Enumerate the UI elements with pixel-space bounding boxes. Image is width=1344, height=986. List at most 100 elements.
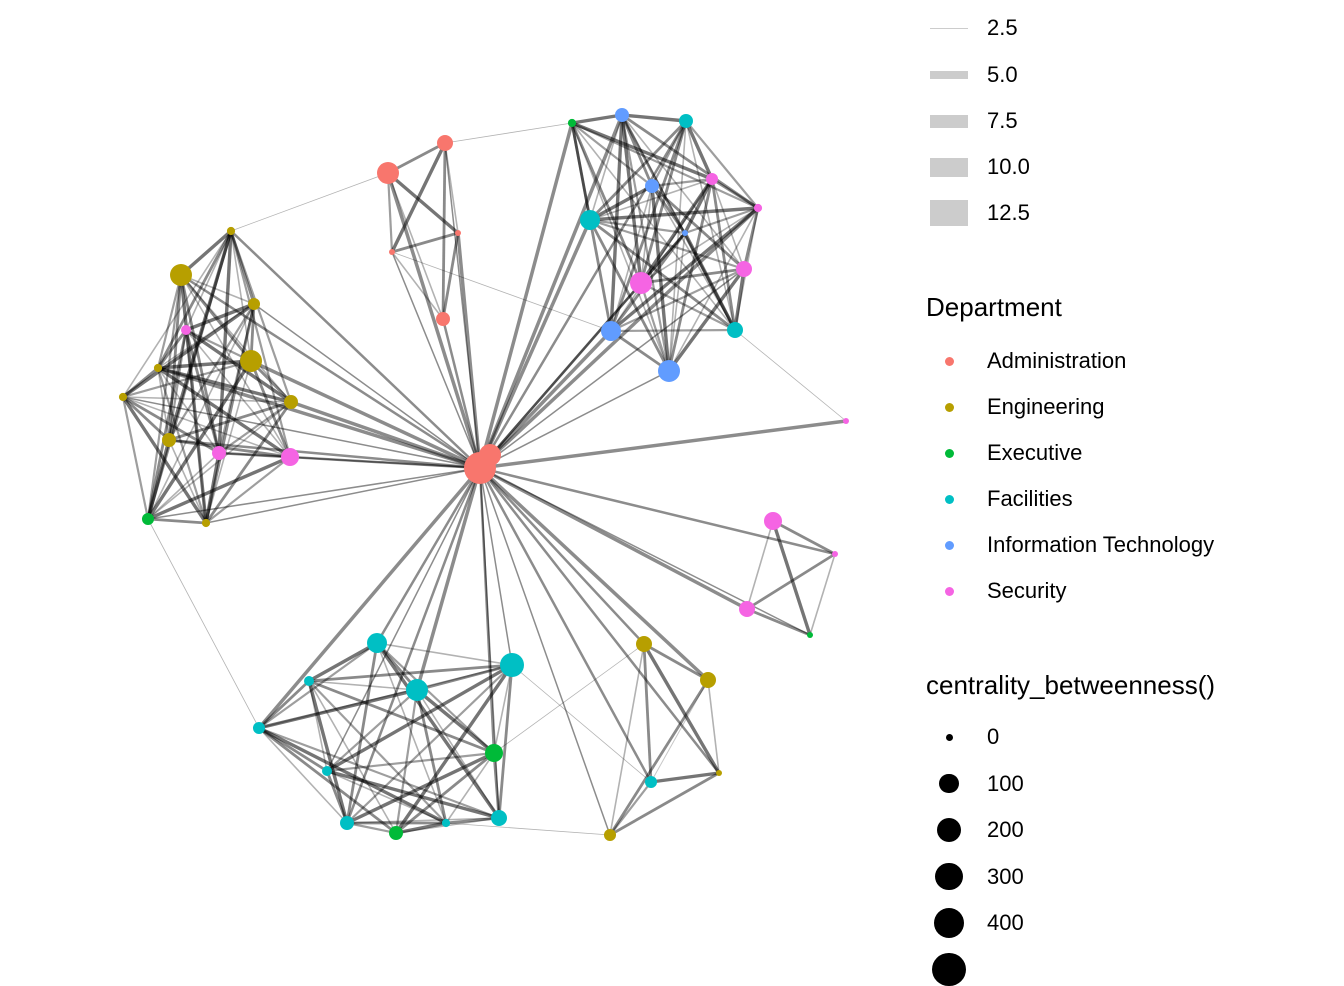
edge bbox=[253, 303, 481, 469]
department-legend-item: Facilities bbox=[930, 484, 1073, 514]
edge bbox=[707, 679, 720, 774]
edge bbox=[571, 122, 653, 187]
edge bbox=[478, 206, 760, 470]
edge bbox=[668, 207, 759, 372]
edge bbox=[395, 751, 495, 835]
edge bbox=[479, 370, 670, 469]
edge bbox=[146, 329, 188, 520]
node-facilities bbox=[406, 679, 428, 701]
edge bbox=[376, 642, 495, 754]
node-engineering bbox=[240, 350, 262, 372]
edge bbox=[746, 552, 836, 611]
edge-width-legend-item: 5.0 bbox=[930, 60, 1018, 90]
edge bbox=[180, 273, 481, 470]
edge bbox=[185, 329, 252, 362]
edge bbox=[588, 120, 688, 221]
node-facilities bbox=[322, 766, 332, 776]
edge bbox=[376, 642, 513, 666]
edge bbox=[167, 230, 233, 441]
edge bbox=[185, 329, 207, 524]
edge bbox=[493, 664, 513, 754]
edge bbox=[217, 230, 233, 454]
edge bbox=[386, 172, 482, 469]
edge bbox=[609, 643, 645, 836]
edge bbox=[146, 274, 183, 520]
edge bbox=[589, 218, 686, 235]
edge-width-legend-item: 2.5 bbox=[930, 13, 1018, 43]
department-swatch-icon bbox=[930, 494, 968, 504]
edge bbox=[345, 467, 482, 824]
edge bbox=[258, 726, 397, 835]
edge bbox=[668, 120, 687, 372]
edge-width-legend-item: 7.5 bbox=[930, 106, 1018, 136]
edge bbox=[651, 177, 713, 188]
size-legend-item: 0 bbox=[930, 722, 999, 752]
size-swatch-icon bbox=[930, 773, 968, 794]
edge bbox=[642, 643, 721, 774]
node-executive bbox=[389, 826, 403, 840]
edge bbox=[218, 452, 481, 469]
edge bbox=[621, 114, 686, 234]
edge bbox=[571, 122, 670, 372]
edge bbox=[711, 178, 745, 270]
node-engineering bbox=[635, 635, 653, 653]
node-engineering bbox=[170, 264, 192, 286]
edge bbox=[157, 366, 291, 459]
node-executive bbox=[567, 118, 577, 128]
edge bbox=[157, 366, 481, 470]
edge bbox=[479, 466, 836, 556]
department-legend-item: Security bbox=[930, 576, 1066, 606]
edge bbox=[478, 219, 592, 469]
department-swatch-icon bbox=[930, 586, 968, 596]
node-security bbox=[181, 325, 191, 335]
department-swatch-icon bbox=[930, 402, 968, 412]
edge bbox=[157, 366, 292, 404]
department-label: Administration bbox=[987, 348, 1127, 373]
size-legend-item: 300 bbox=[930, 862, 1024, 892]
edge bbox=[307, 680, 349, 824]
edge bbox=[168, 400, 292, 442]
edge bbox=[326, 751, 495, 773]
edge-width-label: 12.5 bbox=[987, 200, 1030, 225]
edge bbox=[205, 467, 481, 524]
edge bbox=[571, 121, 713, 181]
edge bbox=[571, 113, 623, 125]
edge bbox=[184, 329, 221, 454]
edge bbox=[122, 396, 291, 458]
node-engineering bbox=[162, 433, 176, 447]
edge bbox=[122, 230, 232, 398]
edge bbox=[308, 679, 495, 755]
edge bbox=[326, 770, 447, 824]
edge bbox=[258, 726, 500, 820]
network-graph bbox=[118, 108, 849, 842]
edge bbox=[640, 267, 745, 285]
edge bbox=[589, 184, 653, 222]
edge-width-label: 7.5 bbox=[987, 108, 1018, 133]
edge bbox=[258, 726, 447, 825]
node-security bbox=[753, 203, 763, 213]
size-legend-item: 200 bbox=[930, 815, 1024, 845]
edge bbox=[179, 229, 233, 277]
edge bbox=[168, 438, 291, 459]
edge-width-swatch bbox=[930, 200, 968, 226]
department-label: Information Technology bbox=[987, 532, 1215, 557]
edge bbox=[610, 268, 745, 332]
edge-width-swatch bbox=[930, 157, 968, 177]
edge bbox=[415, 467, 482, 691]
node-security bbox=[763, 511, 783, 531]
size-label: 400 bbox=[987, 910, 1024, 935]
edge bbox=[258, 688, 418, 730]
edge bbox=[308, 680, 447, 824]
size-legend-item bbox=[930, 952, 968, 986]
node-administration bbox=[389, 249, 395, 255]
edge bbox=[571, 121, 759, 210]
edge-width-label: 10.0 bbox=[987, 154, 1030, 179]
edge bbox=[415, 688, 496, 755]
node-engineering bbox=[699, 671, 717, 689]
edge bbox=[394, 664, 514, 834]
edge bbox=[667, 178, 714, 372]
edge-width-legend-item: 12.5 bbox=[930, 198, 1030, 228]
node-administration bbox=[479, 444, 501, 466]
department-swatch-icon bbox=[930, 356, 968, 366]
edge bbox=[479, 467, 500, 819]
